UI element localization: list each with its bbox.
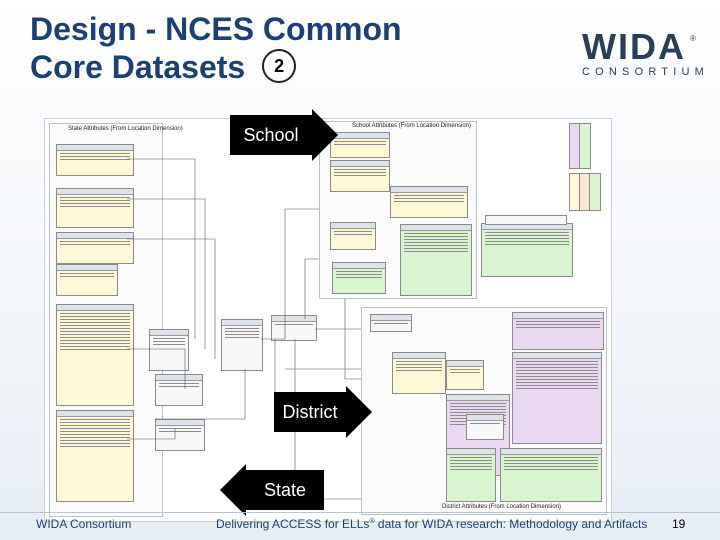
er-table — [56, 232, 134, 264]
er-table — [370, 314, 412, 332]
step-number-badge: 2 — [262, 48, 297, 83]
footer-org: WIDA Consortium — [36, 517, 132, 531]
legend-swatch — [589, 173, 601, 211]
er-table — [330, 222, 376, 250]
footer-registered-mark: ® — [369, 518, 375, 525]
er-table — [446, 448, 496, 502]
state-region-title: State Attributes (From Location Dimensio… — [68, 126, 183, 132]
er-table — [466, 414, 504, 440]
er-table — [56, 304, 134, 406]
er-table — [400, 224, 472, 296]
state-arrow: State — [216, 464, 326, 516]
er-table — [512, 312, 604, 350]
page-number: 19 — [672, 517, 686, 531]
wida-logo: WIDA ® CONSORTIUM — [578, 22, 704, 82]
school-attributes-region: School Attributes (From Location Dimensi… — [319, 121, 477, 299]
er-table — [485, 215, 567, 225]
district-attributes-region: District Attributes (From Location Dimen… — [361, 307, 607, 515]
er-table — [390, 186, 468, 218]
school-arrow-label: School — [230, 115, 312, 155]
er-table — [155, 374, 203, 406]
state-attributes-region: State Attributes (From Location Dimensio… — [49, 123, 183, 517]
er-table — [512, 352, 602, 444]
er-table — [56, 264, 118, 296]
slide-title-line2-text: Core Datasets — [30, 49, 246, 85]
er-table — [56, 144, 134, 176]
er-table — [332, 262, 386, 294]
logo-wordmark: WIDA — [582, 26, 686, 67]
er-table — [500, 448, 602, 502]
logo-subtitle: CONSORTIUM — [582, 66, 709, 78]
er-table — [446, 360, 484, 390]
arrow-left-head — [220, 464, 246, 516]
footer-presentation-title: Delivering ACCESS for ELLs® data for WID… — [216, 517, 647, 531]
state-arrow-label: State — [246, 470, 324, 510]
footer-divider — [0, 512, 720, 513]
district-region-title: District Attributes (From Location Dimen… — [442, 504, 562, 510]
er-table — [330, 132, 390, 158]
arrow-right-head — [346, 386, 372, 438]
district-arrow-label: District — [274, 392, 346, 432]
logo-registered-mark: ® — [690, 34, 696, 43]
slide-title-line2: Core Datasets 2 — [30, 48, 402, 87]
slide-title-line1: Design - NCES Common — [30, 11, 402, 47]
er-table — [271, 315, 317, 341]
er-diagram: State Attributes (From Location Dimensio… — [44, 118, 612, 522]
er-table — [481, 223, 573, 277]
slide-title: Design - NCES Common Core Datasets 2 — [30, 10, 402, 87]
er-table — [56, 188, 134, 228]
er-table — [221, 319, 263, 371]
er-table — [392, 352, 446, 394]
school-region-title: School Attributes (From Location Dimensi… — [352, 123, 472, 129]
school-arrow: School — [216, 109, 338, 161]
er-table — [155, 419, 205, 451]
district-arrow: District — [270, 386, 380, 438]
footer-title-prefix: Delivering ACCESS for ELLs — [216, 517, 370, 531]
legend-swatch — [579, 123, 591, 169]
er-table — [149, 329, 189, 371]
arrow-right-head — [312, 109, 338, 161]
footer-title-suffix: data for WIDA research: Methodology and … — [374, 517, 648, 531]
er-table — [330, 160, 390, 192]
er-table — [56, 410, 134, 502]
